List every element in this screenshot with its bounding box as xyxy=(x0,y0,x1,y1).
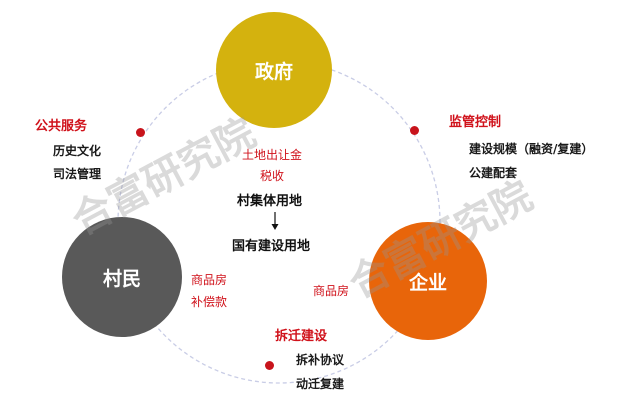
arrow-down-icon xyxy=(271,212,279,230)
villager-commodity-housing: 商品房 xyxy=(191,273,228,287)
villagers-node: 村民 xyxy=(62,217,182,337)
demolition-item: 动迁复建 xyxy=(296,377,345,391)
supervision-title: 监管控制 xyxy=(449,115,502,130)
supervision-item: 公建配套 xyxy=(469,166,518,180)
public-service-item: 历史文化 xyxy=(53,144,102,158)
enterprise-label: 企业 xyxy=(408,271,447,294)
demolition-title: 拆迁建设 xyxy=(275,329,328,344)
supervision-dot xyxy=(410,126,419,135)
government-node: 政府 xyxy=(216,12,332,128)
collective-land: 村集体用地 xyxy=(237,194,303,209)
supervision-item: 建设规模（融资/复建） xyxy=(469,142,594,156)
villager-compensation: 补偿款 xyxy=(191,295,228,309)
enterprise-node: 企业 xyxy=(369,222,487,340)
tax-revenue: 税收 xyxy=(260,169,285,183)
demolition-dot xyxy=(265,361,274,370)
villagers-label: 村民 xyxy=(102,267,141,290)
public-service-title: 公共服务 xyxy=(35,119,88,134)
demolition-item: 拆补协议 xyxy=(296,353,345,367)
public-service-dot xyxy=(136,128,145,137)
public-service-item: 司法管理 xyxy=(53,167,102,181)
government-label: 政府 xyxy=(254,60,293,83)
state-construction-land: 国有建设用地 xyxy=(232,239,311,254)
enterprise-commodity-housing: 商品房 xyxy=(313,284,350,298)
land-transfer-fee: 土地出让金 xyxy=(242,148,303,162)
